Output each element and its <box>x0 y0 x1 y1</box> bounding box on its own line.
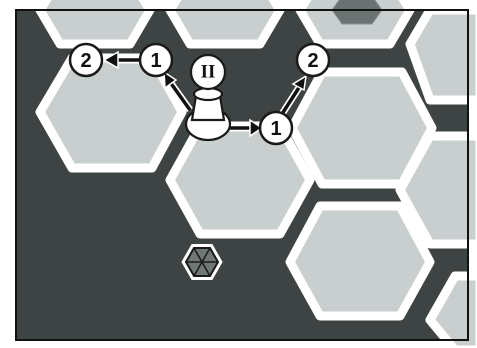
step-marker-label: 1 <box>150 50 161 72</box>
step-marker-left-2[interactable]: 2 <box>68 42 104 78</box>
step-marker-right-2[interactable]: 2 <box>295 42 331 78</box>
hex-tile[interactable] <box>405 5 477 105</box>
hex-tile-shaded <box>331 0 383 25</box>
hex-tile[interactable] <box>425 271 477 348</box>
pawn-label: II <box>201 62 216 83</box>
hex-tile[interactable] <box>165 0 285 49</box>
hex-tile[interactable] <box>165 121 315 239</box>
hex-tile[interactable] <box>35 0 155 49</box>
hex-tile[interactable] <box>285 201 435 321</box>
arrow-pawn-to-right-1 <box>230 118 264 138</box>
hex-grid <box>35 0 477 348</box>
pawn-piece[interactable]: II <box>184 53 232 142</box>
step-marker-left-1[interactable]: 1 <box>138 42 174 78</box>
hex-tile[interactable] <box>395 131 477 249</box>
arrow-right-1-to-2 <box>279 74 307 116</box>
triangle-grid-hex-icon <box>181 244 223 280</box>
board-frame <box>15 9 469 341</box>
step-marker-right-1[interactable]: 1 <box>258 110 294 146</box>
step-marker-label: 1 <box>270 118 281 140</box>
step-marker-label: 2 <box>307 50 318 72</box>
move-arrows <box>102 50 307 138</box>
step-marker-label: 2 <box>80 50 91 72</box>
arrow-pawn-to-left-1 <box>163 70 193 113</box>
